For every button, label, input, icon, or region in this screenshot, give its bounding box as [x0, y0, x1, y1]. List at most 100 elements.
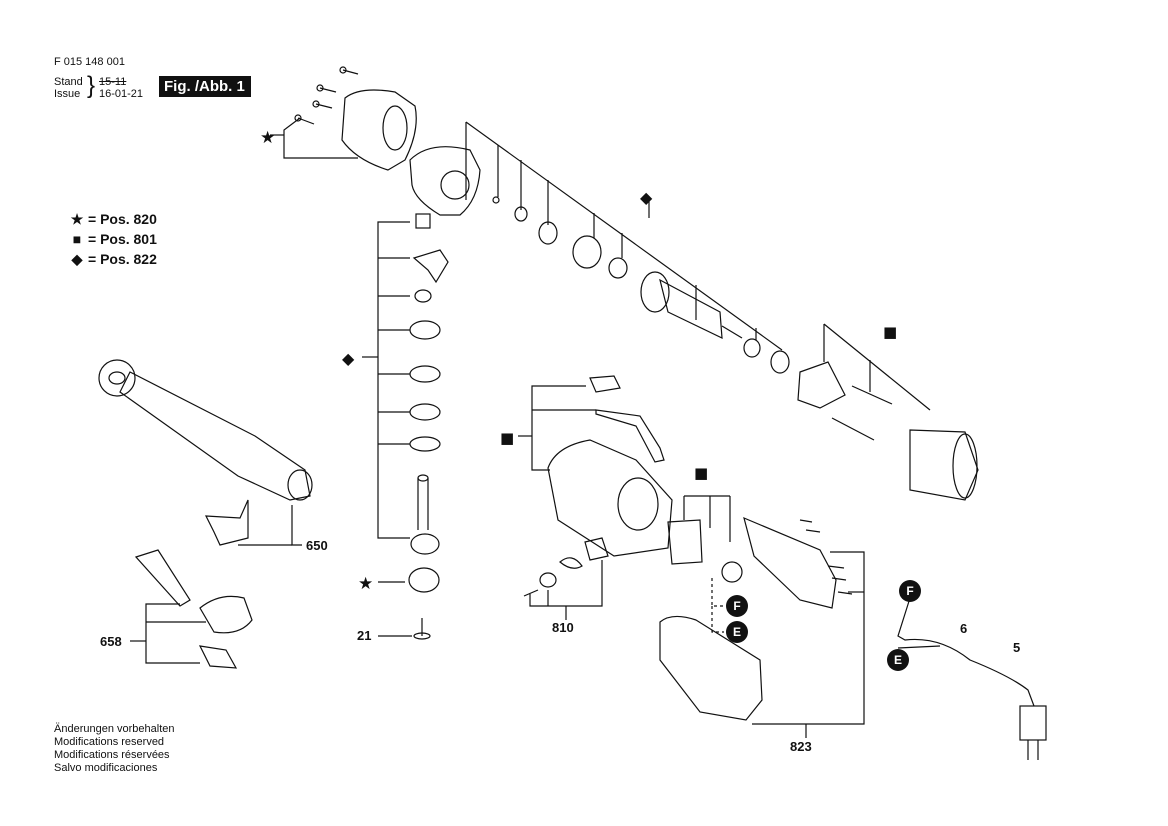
o-ring [538, 221, 558, 245]
callout-e-housing: E [726, 621, 748, 643]
footer-line-de: Änderungen vorbehalten [54, 723, 175, 735]
pos-658: 658 [100, 634, 122, 649]
housing-half-grip [659, 615, 763, 721]
spring-strip [595, 409, 665, 463]
lock-washer [409, 365, 441, 383]
clamping-nut [408, 567, 440, 593]
screw-d [831, 577, 847, 581]
long-screw-b [831, 417, 875, 441]
brace: } [87, 72, 96, 99]
ball-bearing [608, 257, 628, 279]
legend-row-822: ◆ = Pos. 822 [70, 249, 157, 269]
bracket-650 [291, 505, 302, 546]
callout-e-cable: E [887, 649, 909, 671]
fork [412, 249, 449, 284]
wire-f-dash [711, 578, 724, 607]
gear-housing-cover [341, 89, 417, 171]
stand-value: 15-11 [99, 76, 127, 88]
callout-f-label: F [906, 584, 913, 598]
bearing-cap [770, 350, 790, 374]
pos-650: 650 [306, 538, 328, 553]
fastening-bolt [413, 618, 431, 640]
group-marker-diamond-left: ◆ [342, 349, 355, 368]
screw-b [805, 529, 821, 533]
bracket-diamond-left [377, 221, 410, 539]
brush-cover-plate [589, 375, 621, 393]
small-screw [523, 589, 539, 597]
wire-e-dash [711, 606, 724, 633]
screw-e [837, 591, 853, 595]
ring [514, 206, 528, 222]
pos-6: 6 [960, 621, 968, 636]
group-marker-star-top: ★ [260, 128, 275, 148]
bracket-823 [752, 551, 865, 725]
group-marker-star-nut: ★ [358, 574, 373, 594]
brush-holder-plate [797, 361, 846, 409]
footer-notes: Änderungen vorbehalten Modifications res… [54, 723, 174, 775]
footer-line-es: Salvo modificaciones [54, 762, 158, 774]
legend: ★= Pos. 820 ■ = Pos. 801 ◆ = Pos. 822 [70, 209, 157, 269]
pos-823: 823 [790, 739, 812, 754]
bracket-658 [145, 603, 200, 664]
figure-label: Fig. /Abb. 1 [159, 76, 251, 97]
callout-f-housing: F [726, 595, 748, 617]
callout-e-label: E [733, 625, 741, 639]
auxiliary-handle [98, 359, 313, 501]
screw-a [799, 519, 813, 523]
ball-bearing-spindle [409, 320, 441, 340]
stand-label: Stand [54, 76, 83, 88]
knob [721, 561, 743, 583]
footer-line-en: Modifications reserved [54, 736, 165, 748]
spring-clip [559, 557, 583, 569]
footer-line-fr: Modifications réservées [54, 749, 170, 761]
group-marker-square-housing: ■ [500, 429, 514, 447]
pos-21: 21 [357, 628, 372, 643]
disc [409, 436, 441, 452]
power-cable [897, 597, 1047, 760]
armature [640, 271, 743, 339]
bearing-rear [743, 338, 761, 358]
document-number: F 015 148 001 [54, 56, 125, 68]
callout-f-cable: F [899, 580, 921, 602]
bearing-housing [572, 235, 602, 269]
carbon-brush [539, 572, 557, 588]
star-icon: ★ [70, 211, 84, 227]
legend-text: = Pos. 820 [88, 211, 157, 227]
adapter [198, 645, 238, 669]
legend-text: = Pos. 801 [88, 231, 157, 247]
field-coil [909, 429, 979, 501]
needle-bearing [414, 289, 432, 303]
legend-row-801: ■ = Pos. 801 [70, 229, 157, 249]
gear-head [409, 146, 481, 216]
switch-block [584, 537, 609, 561]
legend-row-820: ★= Pos. 820 [70, 209, 157, 229]
legend-text: = Pos. 822 [88, 251, 157, 267]
callout-f-label: F [733, 599, 740, 613]
bracket-star-top [283, 117, 358, 159]
issue-label: Issue [54, 88, 81, 100]
spindle [410, 474, 440, 555]
clip [204, 499, 249, 546]
housing-half-right [743, 516, 837, 609]
long-screw-a [851, 385, 893, 405]
issue-value: 16-01-21 [99, 88, 144, 100]
electronic-module [667, 519, 703, 565]
group-marker-square-motor: ■ [883, 323, 897, 341]
motor-housing [547, 439, 673, 557]
pos-5: 5 [1013, 640, 1021, 655]
pos-810: 810 [552, 620, 574, 635]
depth-stop [199, 595, 253, 634]
diamond-icon: ◆ [71, 251, 83, 267]
washer-small [492, 196, 500, 204]
square-icon: ■ [72, 231, 82, 247]
group-marker-square-switch: ■ [694, 464, 708, 482]
group-marker-diamond-motor: ◆ [640, 188, 653, 207]
screw-c [827, 565, 845, 569]
hex-key [134, 549, 191, 607]
spring-washer [409, 403, 441, 421]
callout-e-label: E [894, 653, 902, 667]
screw-set-top [294, 66, 359, 125]
bushing [415, 213, 431, 229]
bracket-square-housing [531, 385, 586, 471]
